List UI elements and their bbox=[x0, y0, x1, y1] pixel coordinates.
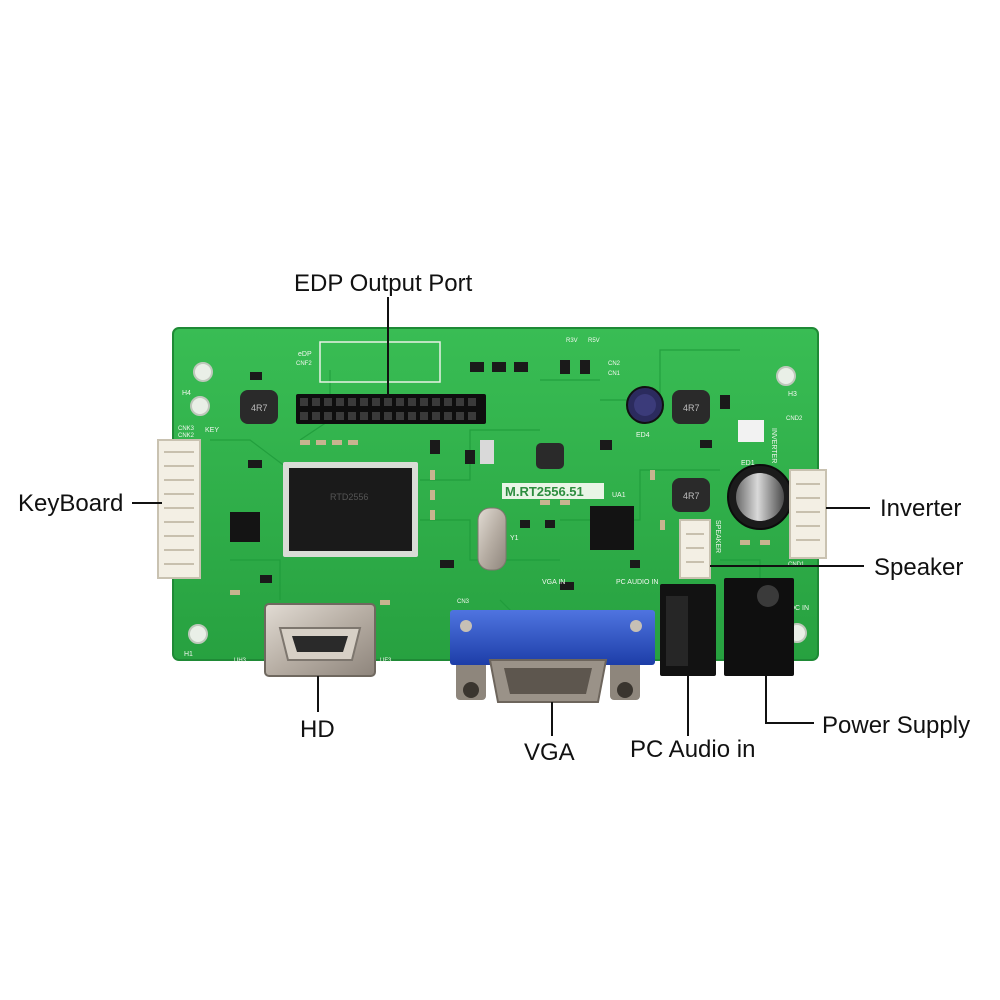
inductor-label-top-right: 4R7 bbox=[683, 403, 700, 413]
main-processor-chip: RTD2556 bbox=[283, 462, 418, 557]
inductor-top-right: 4R7 bbox=[672, 390, 710, 424]
mounting-hole-top-left: H4 bbox=[182, 362, 213, 397]
edp-fpc-connector bbox=[319, 341, 441, 383]
inductor-label-right: 4R7 bbox=[683, 491, 700, 501]
svg-text:RTD2556: RTD2556 bbox=[330, 492, 368, 502]
silk-cnf2: CNF2 bbox=[296, 361, 312, 367]
silk-cn2: CN2 bbox=[608, 361, 621, 367]
capacitor-ed4: ED4 bbox=[626, 386, 664, 439]
silk-vga-in: VGA IN bbox=[542, 579, 565, 586]
white-sticker bbox=[738, 420, 764, 442]
inverter-connector bbox=[789, 469, 827, 559]
power-supply-leader-line bbox=[765, 676, 814, 724]
edp-pin-header bbox=[296, 394, 486, 424]
mounting-hole-top-right: H3 bbox=[776, 366, 797, 398]
inductor-right: 4R7 bbox=[672, 478, 710, 512]
silk-h1: H1 bbox=[184, 651, 193, 658]
keyboard-ic bbox=[230, 512, 260, 542]
smd-resistors bbox=[230, 440, 770, 605]
vga-port bbox=[450, 610, 655, 703]
vga-label: VGA bbox=[524, 739, 575, 766]
crystal-y1: Y1 bbox=[477, 507, 519, 571]
silk-inverter: INVERTER bbox=[770, 428, 777, 463]
silk-cnk3: CNK3 bbox=[178, 426, 195, 432]
hdmi-port bbox=[264, 603, 376, 677]
inductor-top-left: 4R7 bbox=[240, 390, 278, 424]
inductor-label-top-left: 4R7 bbox=[251, 403, 268, 413]
smd-components bbox=[248, 360, 730, 590]
silk-h3: H3 bbox=[788, 391, 797, 398]
speaker-label: Speaker bbox=[874, 554, 964, 581]
silk-ua1: UA1 bbox=[612, 492, 626, 499]
keyboard-label: KeyBoard bbox=[18, 490, 124, 517]
silk-r3v: R3V bbox=[566, 338, 578, 344]
keyboard-connector bbox=[157, 439, 201, 579]
silk-edp: eDP bbox=[298, 351, 312, 358]
silk-cnk2: CNK2 bbox=[178, 433, 195, 439]
silk-uh3: UH3 bbox=[234, 658, 247, 664]
model-label: M.RT2556.51 bbox=[502, 483, 604, 499]
silk-dc-in: DC IN bbox=[790, 605, 809, 612]
pc-audio-in-label: PC Audio in bbox=[630, 736, 756, 763]
power-supply-label: Power Supply bbox=[822, 712, 971, 739]
inductor-small bbox=[536, 443, 564, 469]
silk-key: KEY bbox=[205, 427, 219, 434]
silk-h4: H4 bbox=[182, 390, 191, 397]
speaker-connector bbox=[679, 519, 711, 579]
silk-y1: Y1 bbox=[510, 535, 519, 542]
silk-ed1: ED1 bbox=[741, 460, 755, 467]
edp-output-port-label: EDP Output Port bbox=[294, 270, 473, 297]
silk-speaker: SPEAKER bbox=[714, 520, 721, 553]
silk-ed4: ED4 bbox=[636, 432, 650, 439]
silk-cn1: CN1 bbox=[608, 371, 621, 377]
audio-jack bbox=[660, 584, 716, 676]
silk-r5v: R5V bbox=[588, 338, 600, 344]
silk-uf3: UF3 bbox=[380, 658, 392, 664]
inverter-label: Inverter bbox=[880, 495, 962, 522]
dc-jack bbox=[724, 578, 794, 676]
hd-label: HD bbox=[300, 716, 335, 743]
capacitor-ed1: ED1 bbox=[727, 460, 793, 530]
mounting-hole-bottom-left: H1 bbox=[184, 624, 208, 658]
silk-cn3: CN3 bbox=[457, 599, 470, 605]
audio-amp-ic: UA1 bbox=[590, 492, 634, 550]
model-label-text: M.RT2556.51 bbox=[505, 484, 584, 499]
mounting-hole-left bbox=[190, 396, 210, 416]
silk-cnd2: CND2 bbox=[786, 416, 803, 422]
silk-pc-audio-in: PC AUDIO IN bbox=[616, 579, 658, 586]
